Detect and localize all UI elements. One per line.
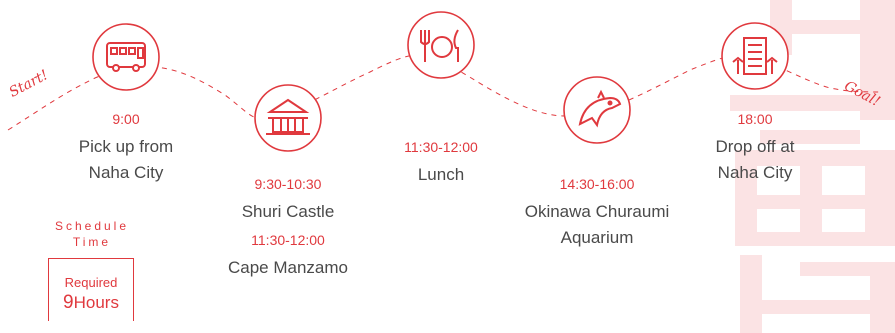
hotel-icon [732,37,778,75]
bus-icon [106,42,146,72]
dining-icon [420,29,459,62]
stop-aquarium: 14:30-16:00 Okinawa Churaumi Aquarium [512,175,682,251]
required-hours: 9Hours [49,292,133,314]
stop-label: Naha City [88,163,164,182]
stop-time: 11:30-12:00 [404,139,478,155]
stop-pickup: 9:00 Pick up from Naha City [66,110,186,186]
shuri-castle-icon [266,98,310,135]
schedule-title: Schedule Time [44,218,140,250]
stop-label: Aquarium [560,228,634,247]
schedule-title-line1: Schedule [54,219,130,233]
stop-time: 9:00 [112,111,140,127]
whale-shark-icon [578,89,622,128]
stop-lunch: 11:30-12:00 Lunch [386,138,496,188]
stop-label: Okinawa Churaumi [524,202,670,221]
schedule-title-line2: Time [72,235,112,249]
required-label: Required [64,275,118,290]
stop-dropoff: 18:00 Drop off at Naha City [695,110,815,186]
stop-shuri-castle: 9:30-10:30 Shuri Castle 11:30-12:00 Cape… [218,175,358,281]
stop-extra-label: Cape Manzamo [227,258,348,277]
stop-label: Pick up from [78,137,174,156]
stop-label: Shuri Castle [241,202,335,221]
stop-time: 18:00 [737,111,773,127]
stop-extra-time: 11:30-12:00 [251,232,325,248]
stop-label: Naha City [717,163,793,182]
stop-label: Lunch [417,165,465,184]
stop-label: Drop off at [715,137,795,156]
stop-time: 9:30-10:30 [254,176,322,192]
hours-number: 9 [63,292,74,313]
stop-time: 14:30-16:00 [559,176,635,192]
schedule-hours-box: Required 9Hours [48,258,134,321]
hours-unit: Hours [73,293,119,312]
